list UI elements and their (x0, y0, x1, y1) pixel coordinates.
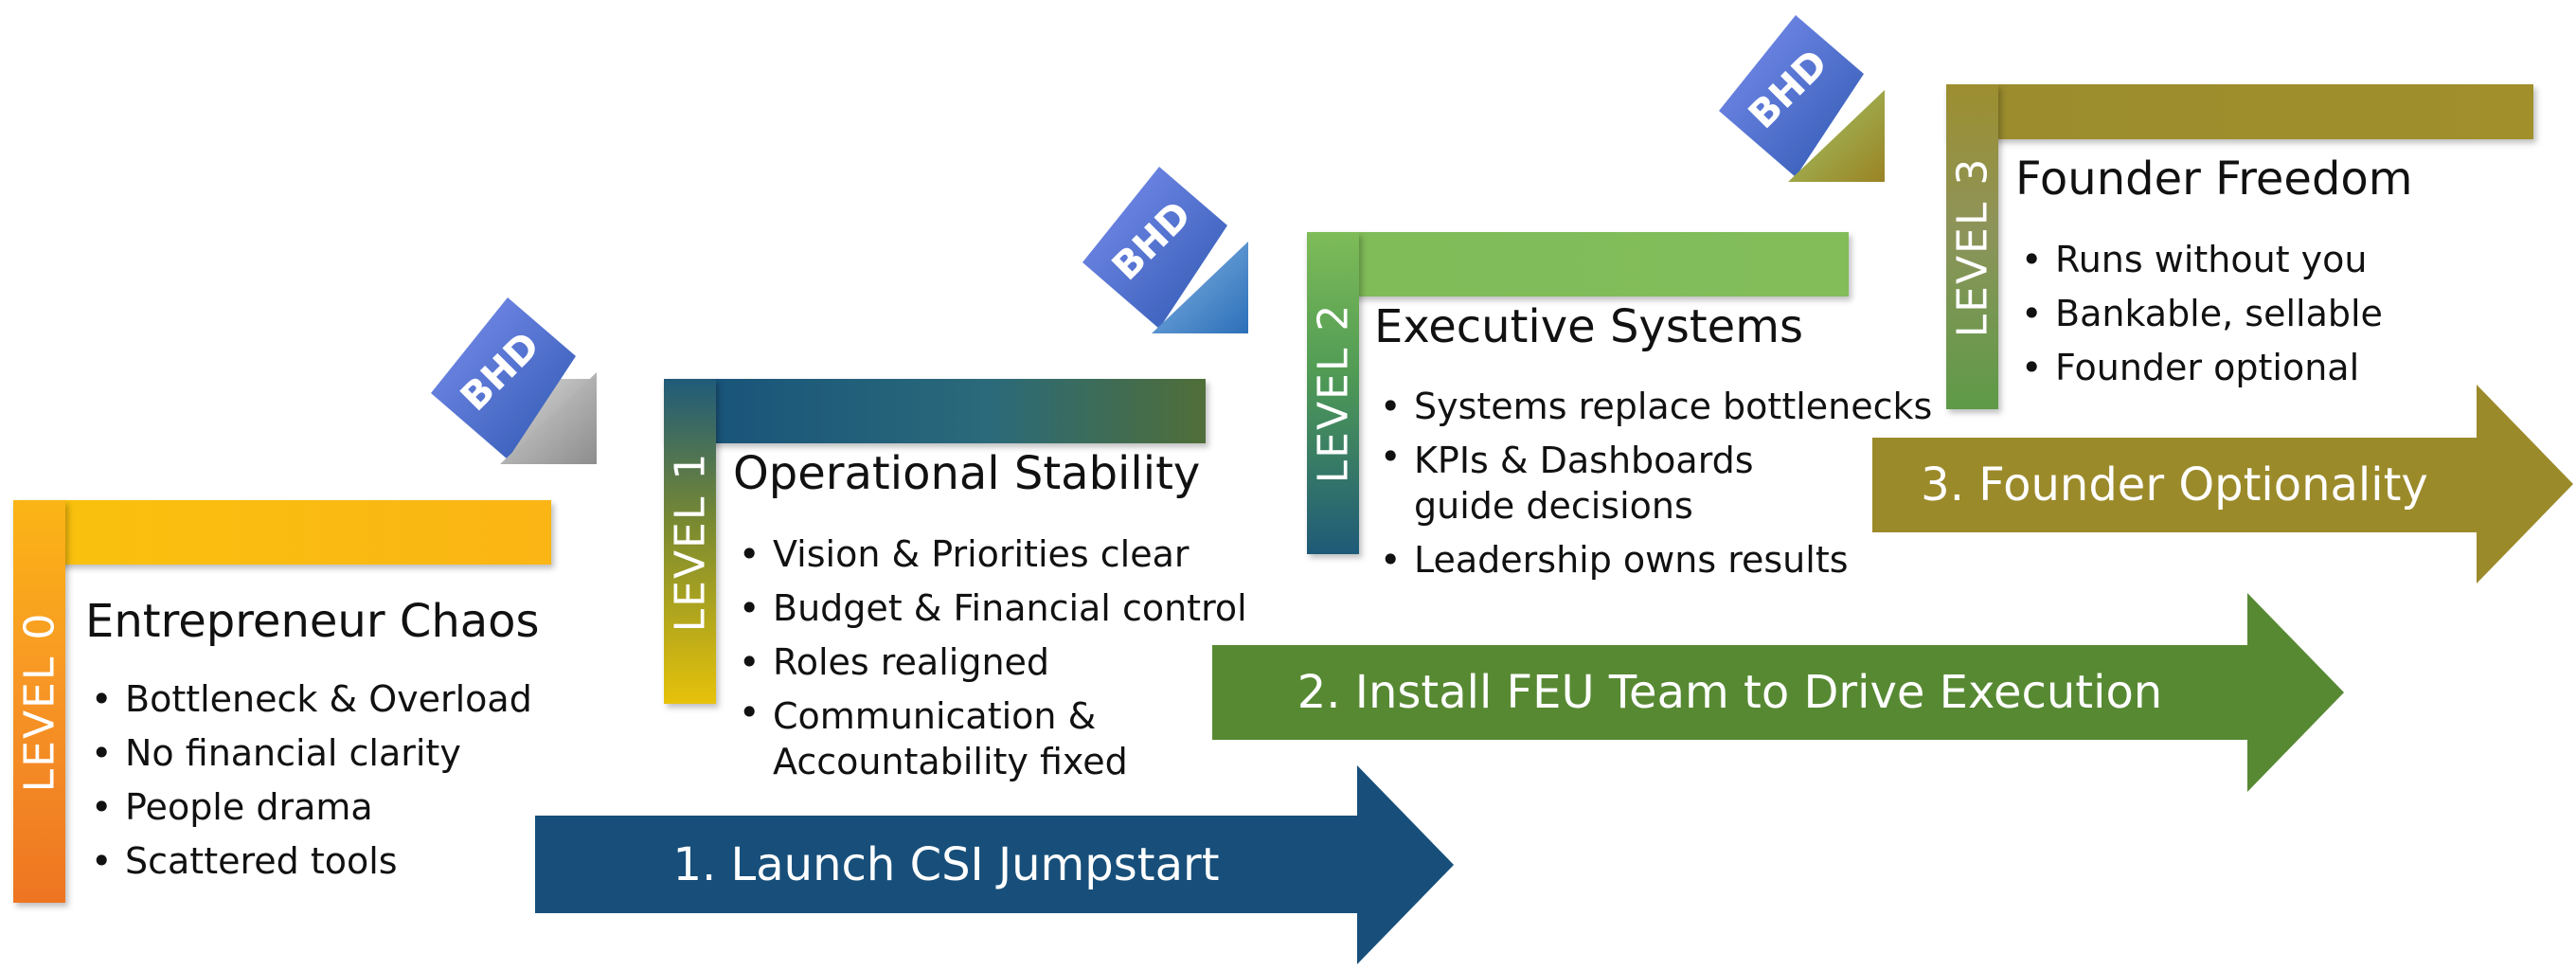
level-1-tag: LEVEL 1 (666, 451, 714, 632)
list-item: People drama (85, 781, 532, 835)
level-0-side-bar: LEVEL 0 (13, 500, 65, 903)
level-1-side-bar: LEVEL 1 (664, 379, 716, 704)
level-3-top-bar (1946, 84, 2533, 139)
list-item: Bottleneck & Overload (85, 673, 532, 727)
level-2-top-bar (1307, 232, 1849, 296)
level-3-title: Founder Freedom (2015, 153, 2413, 206)
list-item: No financial clarity (85, 727, 532, 781)
list-item: Runs without you (2015, 233, 2383, 287)
arrow-2-shape (1212, 593, 2344, 792)
list-item: KPIs & Dashboards guide decisions (1374, 434, 1774, 533)
bhd-badge-1: BHD (417, 284, 597, 464)
level-3-side-bar: LEVEL 3 (1946, 84, 1998, 409)
level-3-bullets: Runs without you Bankable, sellable Foun… (2015, 233, 2383, 395)
level-2-title: Executive Systems (1374, 300, 1803, 353)
list-item: Budget & Financial control (733, 582, 1247, 636)
level-1-top-bar (664, 379, 1206, 443)
list-item: Bankable, sellable (2015, 287, 2383, 341)
arrow-3-shape (1872, 385, 2573, 584)
level-1-bullets: Vision & Priorities clear Budget & Finan… (733, 528, 1247, 784)
arrow-1: 1. Launch CSI Jumpstart (535, 765, 1454, 964)
level-1-title: Operational Stability (733, 447, 1201, 500)
arrow-3-label: 3. Founder Optionality (1921, 458, 2428, 512)
list-item: Leadership owns results (1374, 533, 1932, 587)
list-item: Systems replace bottlenecks (1374, 380, 1932, 434)
arrow-2-label: 2. Install FEU Team to Drive Execution (1297, 666, 2163, 719)
level-2-tag: LEVEL 2 (1309, 302, 1357, 484)
arrow-3: 3. Founder Optionality (1872, 385, 2573, 584)
level-0-title: Entrepreneur Chaos (85, 595, 540, 648)
arrow-1-shape (535, 765, 1454, 964)
list-item: Founder optional (2015, 341, 2383, 395)
list-item: Vision & Priorities clear (733, 528, 1247, 582)
level-0-bullets: Bottleneck & Overload No financial clari… (85, 673, 532, 889)
arrow-1-label: 1. Launch CSI Jumpstart (672, 837, 1220, 891)
arrow-2: 2. Install FEU Team to Drive Execution (1212, 593, 2344, 792)
level-2-side-bar: LEVEL 2 (1307, 232, 1359, 554)
level-0-tag: LEVEL 0 (15, 611, 63, 792)
level-3-tag: LEVEL 3 (1948, 156, 1996, 337)
level-2-bullets: Systems replace bottlenecks KPIs & Dashb… (1374, 380, 1932, 587)
list-item: Scattered tools (85, 835, 532, 889)
list-item: Roles realigned (733, 636, 1247, 690)
bhd-badge-3: BHD (1705, 2, 1885, 182)
bhd-badge-2: BHD (1068, 153, 1248, 333)
level-0-top-bar (13, 500, 551, 565)
list-item: Communication & Accountability fixed (733, 690, 1152, 784)
